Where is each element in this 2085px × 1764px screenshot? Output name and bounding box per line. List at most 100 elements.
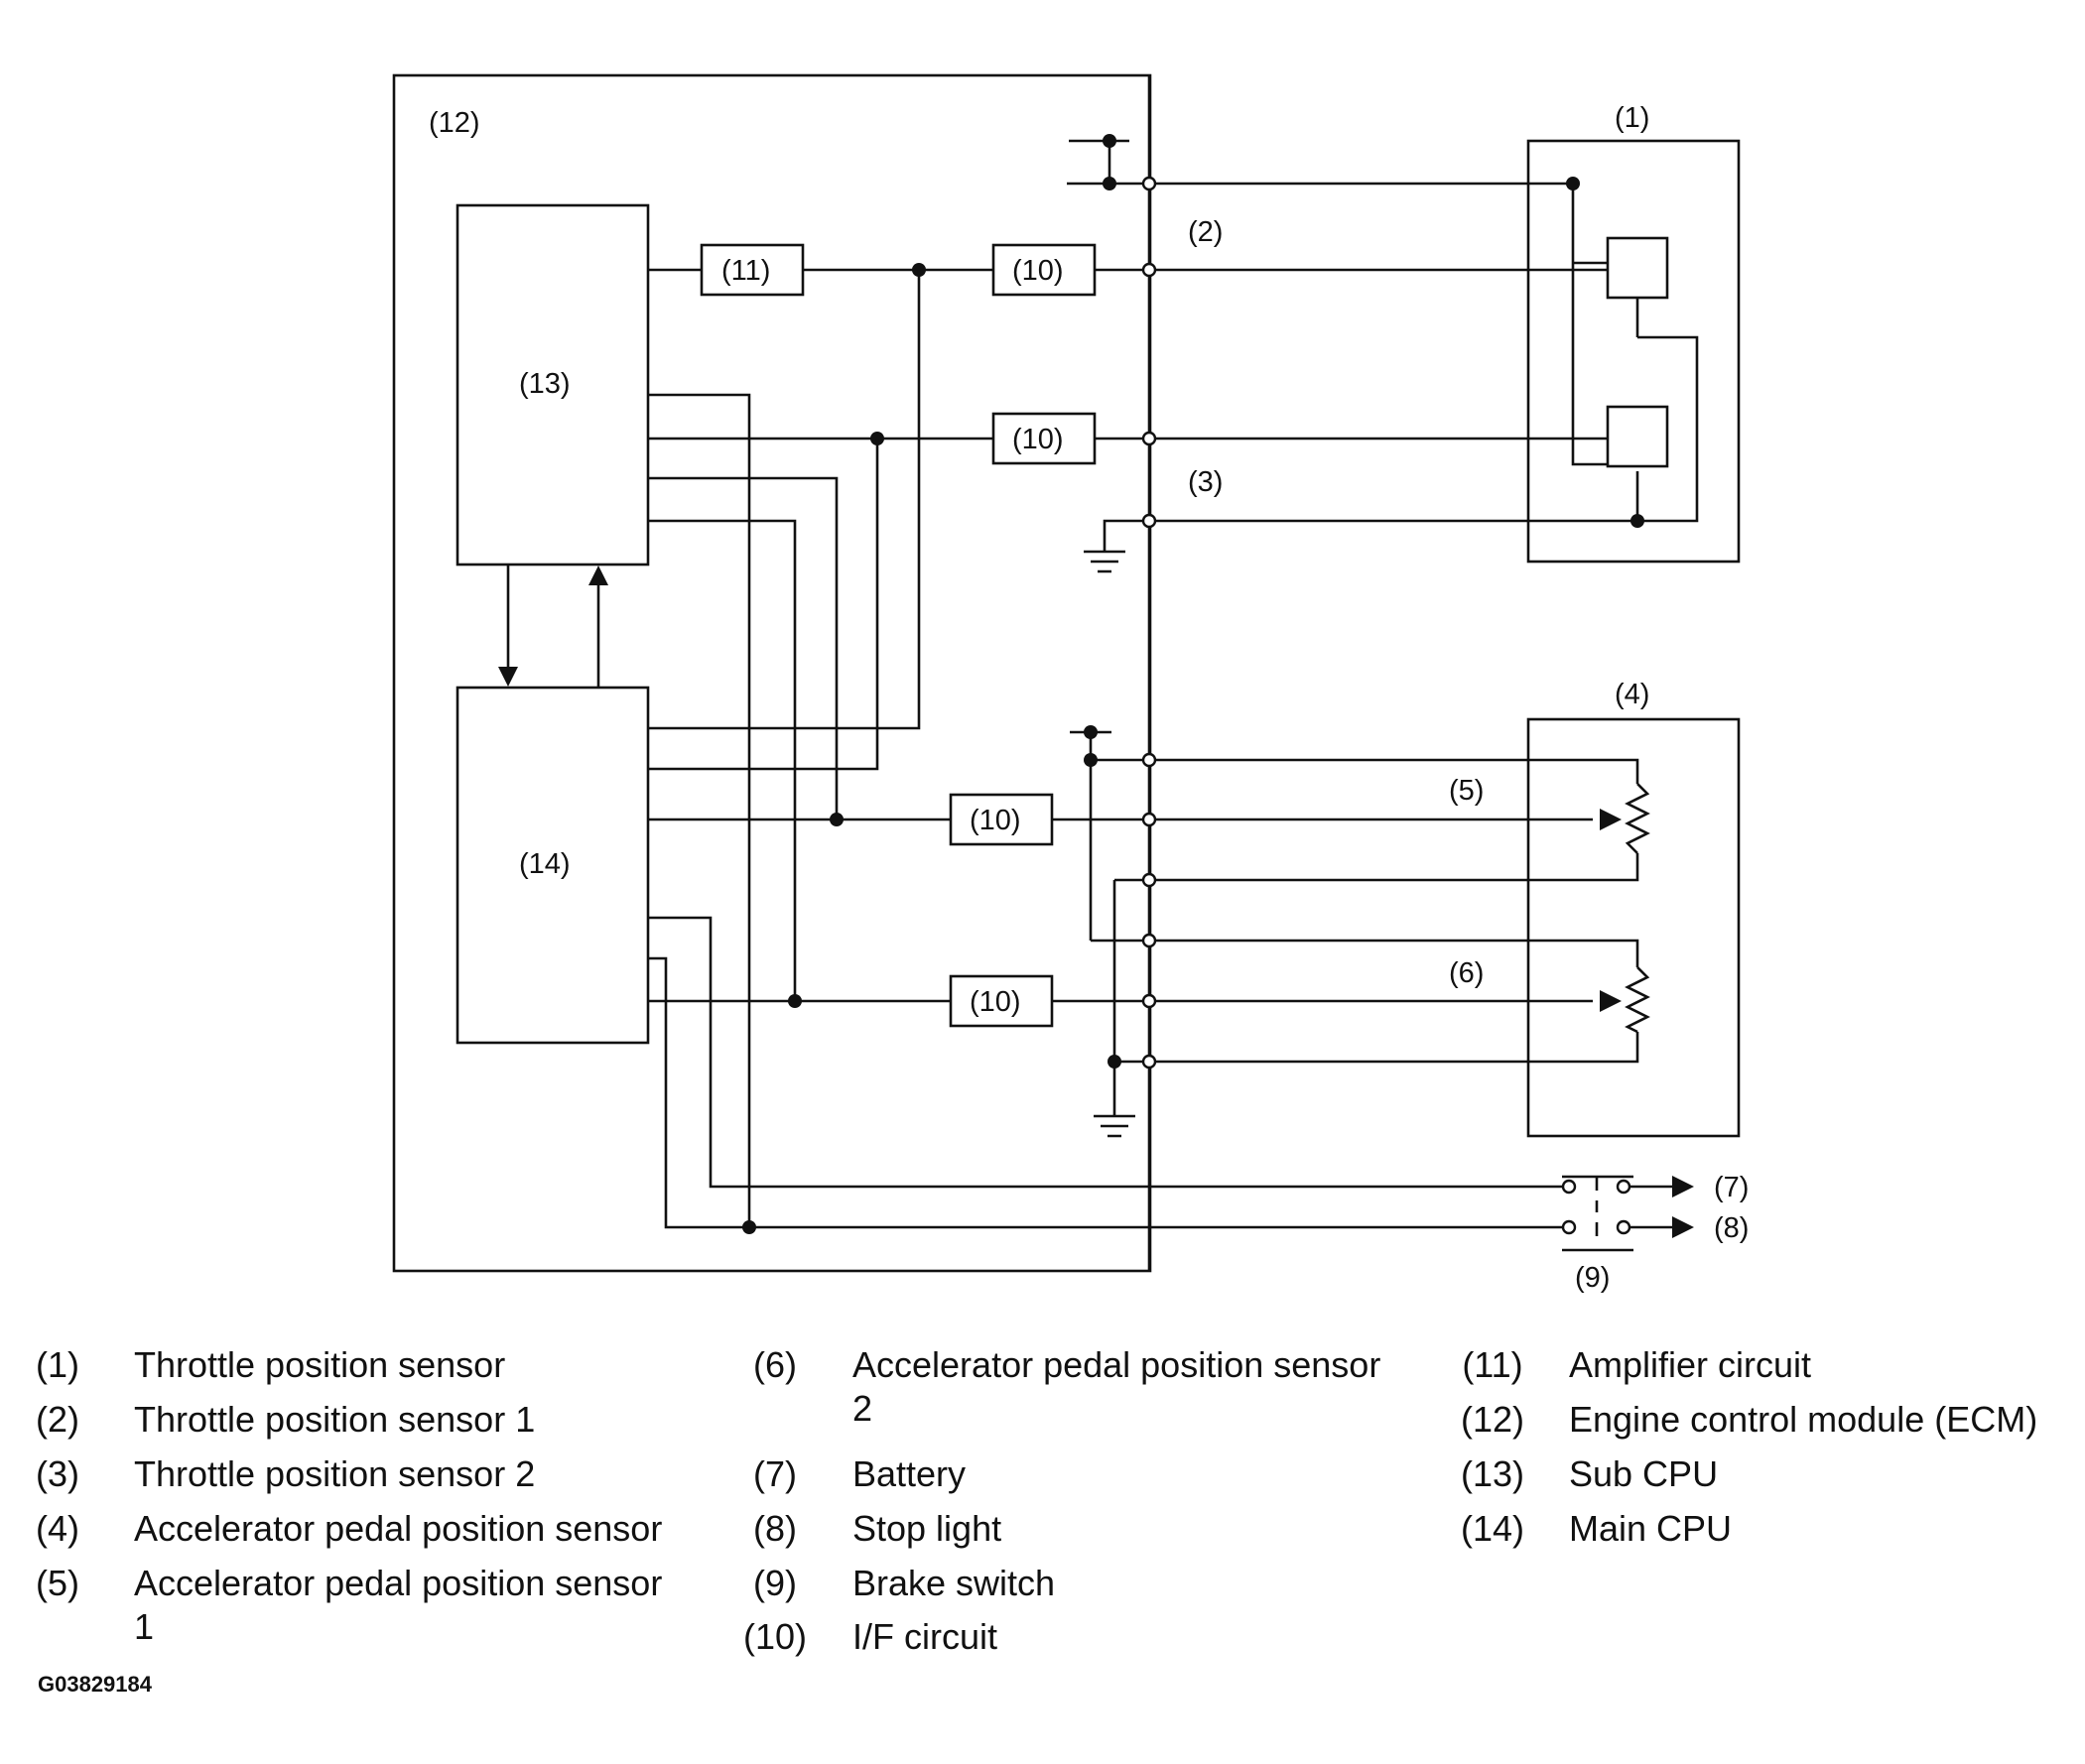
callout-apps2: (6) xyxy=(1449,957,1484,989)
legend-num-1: (1) xyxy=(36,1344,79,1385)
legend-num-6: (6) xyxy=(753,1344,797,1385)
callout-tps1: (2) xyxy=(1188,216,1223,248)
legend-num-13: (13) xyxy=(1460,1453,1525,1494)
legend-num-8: (8) xyxy=(753,1508,797,1549)
callout-throttle-position-sensor: (1) xyxy=(1615,102,1649,134)
sub-cpu-box xyxy=(456,203,650,567)
apps2-arrowhead xyxy=(1600,990,1622,1012)
sub-cpu-tap-wire-1 xyxy=(648,393,751,1227)
connector-pin-apps2 xyxy=(1141,993,1157,1009)
brake-switch-contact-2b xyxy=(1616,1219,1631,1235)
legend-label-9: Brake switch xyxy=(852,1563,1056,1603)
if-circuit-tps1-label: (10) xyxy=(1012,255,1064,287)
throttle-position-sensor-box xyxy=(1526,139,1741,564)
tps2-element xyxy=(1606,405,1669,468)
legend-label-12: Engine control module (ECM) xyxy=(1569,1399,2038,1440)
legend-label-5: Accelerator pedal position sensor xyxy=(134,1563,663,1603)
amplifier-circuit-label: (11) xyxy=(721,255,770,287)
if-circuit-apps1 xyxy=(949,793,1054,846)
junction-tps-ground xyxy=(1630,514,1644,528)
sub-to-main-arrowhead xyxy=(498,667,518,687)
callout-brake-switch: (9) xyxy=(1575,1262,1610,1294)
brake-stoplight-wire xyxy=(648,956,1562,1229)
connector-pin-apps1 xyxy=(1141,812,1157,827)
callout-stop-light: (8) xyxy=(1714,1212,1749,1244)
accelerator-pedal-position-sensor-box xyxy=(1526,717,1741,1138)
figure-code: G03829184 xyxy=(38,1672,152,1697)
apps1-resistor xyxy=(1625,783,1650,854)
junction-apps-supply-2 xyxy=(1084,753,1098,767)
battery-arrowhead xyxy=(1672,1176,1694,1197)
connector-pin-apps1-ground xyxy=(1141,872,1157,888)
brake-switch-contact-1b xyxy=(1616,1179,1631,1195)
apps1-arrowhead xyxy=(1600,809,1622,830)
tps-supply-wire xyxy=(1067,139,1608,466)
connector-pin-tps1 xyxy=(1141,262,1157,278)
legend-label-6: Accelerator pedal position sensor xyxy=(852,1344,1381,1385)
junction-tps-sensor-supply xyxy=(1566,177,1580,190)
legend-label-6-cont: 2 xyxy=(852,1388,873,1429)
legend-num-9: (9) xyxy=(753,1563,797,1603)
junction-apps-ground xyxy=(1108,1055,1121,1069)
legend-num-10: (10) xyxy=(742,1616,808,1657)
junction-brake xyxy=(742,1220,756,1234)
connector-pin-tps-supply xyxy=(1141,176,1157,191)
if-circuit-tps2-label: (10) xyxy=(1012,424,1064,455)
main-to-sub-arrowhead xyxy=(588,566,608,585)
if-circuit-apps1-label: (10) xyxy=(970,805,1021,836)
tps-ground-wire xyxy=(1103,335,1699,552)
apps-supply-wire xyxy=(1070,730,1639,967)
main-cpu-tap-tps2 xyxy=(648,439,879,771)
legend-label-8: Stop light xyxy=(852,1508,1002,1549)
stoplight-arrowhead xyxy=(1672,1216,1694,1238)
legend-label-11: Amplifier circuit xyxy=(1569,1344,1812,1385)
ground-symbol-apps xyxy=(1094,1114,1135,1138)
legend-num-11: (11) xyxy=(1462,1344,1523,1385)
sub-cpu-tap-wire-2 xyxy=(648,476,839,819)
brake-switch-contact-1a xyxy=(1561,1179,1577,1195)
legend-num-4: (4) xyxy=(36,1508,79,1549)
if-circuit-tps1 xyxy=(991,243,1097,297)
junction-apps1 xyxy=(830,813,844,826)
junction-tps-supply xyxy=(1103,134,1116,148)
sub-cpu-tap-wire-3 xyxy=(648,519,797,1001)
junction-apps-supply xyxy=(1084,725,1098,739)
brake-switch-contact-2a xyxy=(1561,1219,1577,1235)
main-cpu-tap-tps1 xyxy=(648,270,921,730)
brake-battery-wire xyxy=(648,916,1562,1189)
junction-tps-supply-2 xyxy=(1103,177,1116,190)
connector-pin-tps2 xyxy=(1141,431,1157,446)
legend-num-12: (12) xyxy=(1460,1399,1525,1440)
legend-num-5: (5) xyxy=(36,1563,79,1603)
legend-label-2: Throttle position sensor 1 xyxy=(134,1399,536,1440)
callout-apps1: (5) xyxy=(1449,775,1484,807)
legend-label-7: Battery xyxy=(852,1453,967,1494)
callout-main-cpu: (14) xyxy=(519,848,571,880)
legend-label-4: Accelerator pedal position sensor xyxy=(134,1508,663,1549)
legend-label-3: Throttle position sensor 2 xyxy=(134,1453,536,1494)
legend-label-13: Sub CPU xyxy=(1569,1453,1719,1494)
legend-num-14: (14) xyxy=(1460,1508,1525,1549)
ground-symbol-tps xyxy=(1084,550,1125,573)
ecm-wiring-diagram: (12) (13) (14) (11) (10) (2) (10) (3) (1… xyxy=(392,73,1749,1294)
callout-ecm: (12) xyxy=(429,107,480,139)
connector-pin-apps2-supply xyxy=(1141,933,1157,948)
junction-apps2 xyxy=(788,994,802,1008)
legend-num-7: (7) xyxy=(753,1453,797,1494)
if-circuit-apps2 xyxy=(949,974,1054,1028)
legend-num-2: (2) xyxy=(36,1399,79,1440)
tps1-element xyxy=(1606,236,1669,300)
apps-ground-wire xyxy=(1112,853,1639,1116)
legend-label-10: I/F circuit xyxy=(852,1616,998,1657)
main-cpu-box xyxy=(456,686,650,1045)
legend-label-1: Throttle position sensor xyxy=(134,1344,506,1385)
callout-sub-cpu: (13) xyxy=(519,368,571,400)
legend-num-3: (3) xyxy=(36,1453,79,1494)
connector-pin-tps-ground xyxy=(1141,513,1157,529)
amplifier-circuit-box xyxy=(700,243,805,297)
apps2-resistor xyxy=(1625,966,1650,1034)
connector-pin-apps2-ground xyxy=(1141,1054,1157,1070)
connector-pin-apps1-supply xyxy=(1141,752,1157,768)
if-circuit-tps2 xyxy=(991,412,1097,465)
legend-label-14: Main CPU xyxy=(1569,1508,1733,1549)
